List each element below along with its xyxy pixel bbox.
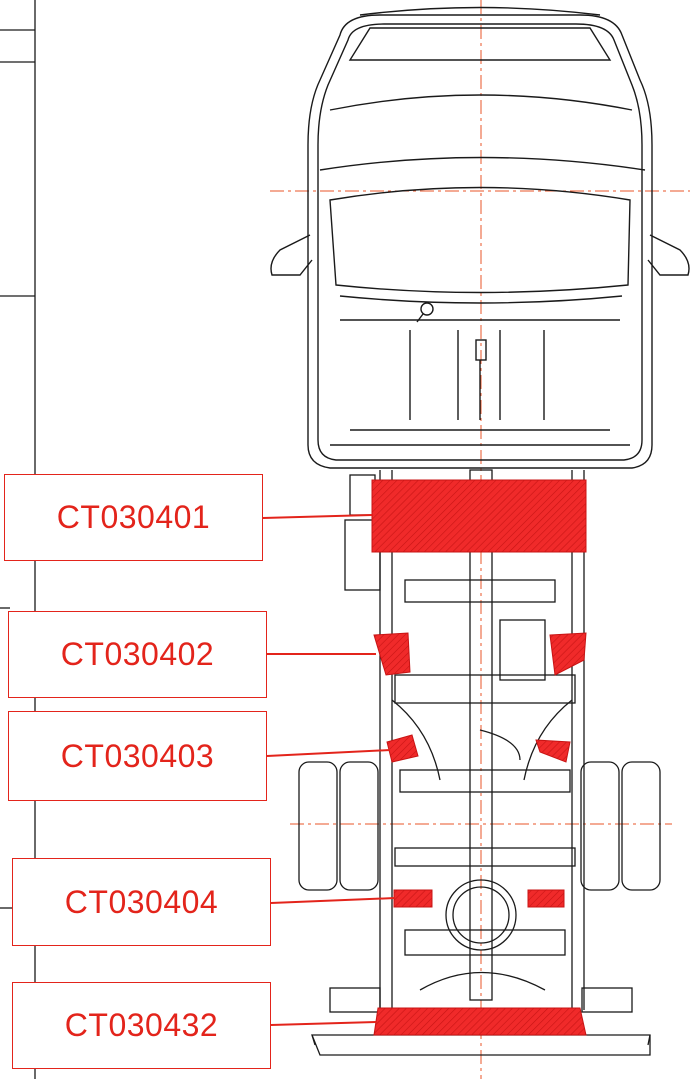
chassis-frame <box>311 469 651 1056</box>
callout-label: CT030403 <box>60 737 215 774</box>
callout-ct030401: CT030401 <box>4 474 263 561</box>
rear-wheels <box>298 761 661 891</box>
callout-label: CT030404 <box>64 883 219 920</box>
part-ct030401 <box>371 479 587 553</box>
highlighted-parts <box>371 479 587 1036</box>
part-ct030403-left <box>386 734 419 763</box>
part-ct030404-right <box>527 889 565 908</box>
callout-label: CT030401 <box>56 499 211 535</box>
callout-ct030404: CT030404 <box>12 858 271 946</box>
part-ct030402-left <box>373 632 411 676</box>
callout-label: CT030432 <box>64 1007 219 1043</box>
centerlines <box>270 0 690 1079</box>
callout-ct030402: CT030402 <box>8 611 267 698</box>
part-ct030404-left <box>393 889 433 908</box>
callout-label: CT030402 <box>60 636 215 672</box>
magnifier-icon <box>416 302 434 323</box>
callout-ct030403: CT030403 <box>8 711 267 801</box>
leader-lines <box>262 514 396 1026</box>
callout-ct030432: CT030432 <box>12 982 271 1069</box>
cab-outline <box>270 6 690 469</box>
part-ct030403-right <box>535 739 571 763</box>
part-ct030432 <box>373 1007 587 1036</box>
part-ct030402-right <box>549 632 587 676</box>
